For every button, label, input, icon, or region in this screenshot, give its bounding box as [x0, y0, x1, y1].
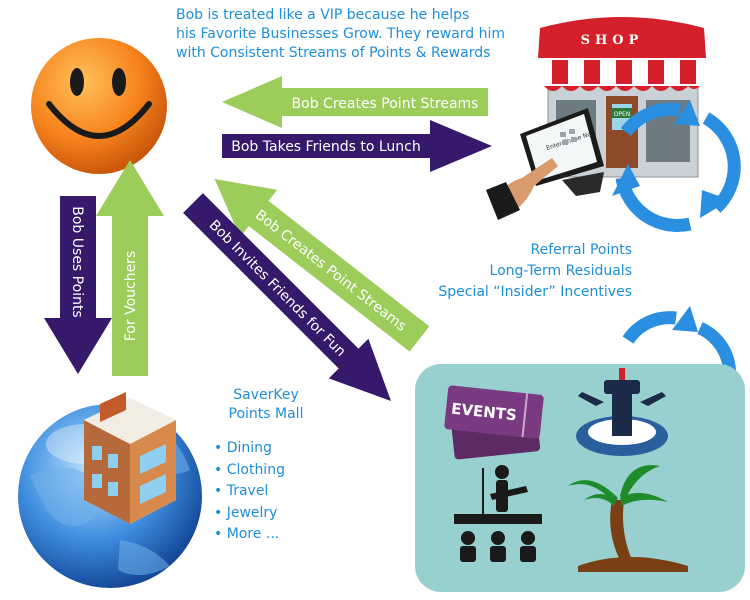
mall-title: SaverKey Points Mall [206, 386, 326, 424]
reward-residuals: Long-Term Residuals [489, 263, 632, 279]
reward-insider: Special “Insider” Incentives [438, 284, 632, 300]
mall-item-clothing: Clothing [214, 460, 285, 482]
mall-item-travel: Travel [214, 481, 285, 503]
intro-line-1: Bob is treated like a VIP because he hel… [176, 7, 470, 23]
events-ticket-icon: EVENTS [444, 385, 544, 460]
smiley-face-icon [31, 38, 167, 174]
rewards-list: Referral Points Long-Term Residuals Spec… [420, 240, 632, 303]
open-sign: OPEN [614, 111, 631, 118]
mall-item-dining: Dining [214, 438, 285, 460]
arrow-uses-points: Bob Uses Points [44, 196, 112, 374]
airport-tower-icon [576, 368, 668, 456]
shop-icon: OPEN SHOP Enter Phone No [486, 17, 706, 220]
arrow-label-for-vouchers: For Vouchers [123, 251, 139, 342]
concert-icon [454, 465, 542, 562]
mall-title-line-1: SaverKey [233, 387, 299, 403]
arrow-creates-streams-top: Bob Creates Point Streams [222, 76, 488, 128]
mall-categories: Dining Clothing Travel Jewelry More ... [214, 438, 285, 546]
reward-referral: Referral Points [530, 242, 633, 258]
intro-line-2: his Favorite Businesses Grow. They rewar… [176, 26, 506, 42]
arrow-label-uses-points: Bob Uses Points [69, 206, 85, 317]
mall-item-more: More ... [214, 524, 285, 546]
mall-item-jewelry: Jewelry [214, 503, 285, 525]
arrow-for-vouchers: For Vouchers [96, 160, 164, 376]
palm-tree-icon [568, 465, 688, 572]
arrow-label-takes-friends: Bob Takes Friends to Lunch [231, 139, 420, 155]
shop-sign: SHOP [581, 33, 644, 48]
arrow-takes-friends: Bob Takes Friends to Lunch [222, 120, 492, 172]
mall-title-line-2: Points Mall [228, 406, 304, 422]
mall-building-icon [84, 392, 176, 524]
intro-text: Bob is treated like a VIP because he hel… [176, 6, 536, 63]
arrow-label-creates-streams-top: Bob Creates Point Streams [292, 96, 479, 112]
intro-line-3: with Consistent Streams of Points & Rewa… [176, 45, 491, 61]
